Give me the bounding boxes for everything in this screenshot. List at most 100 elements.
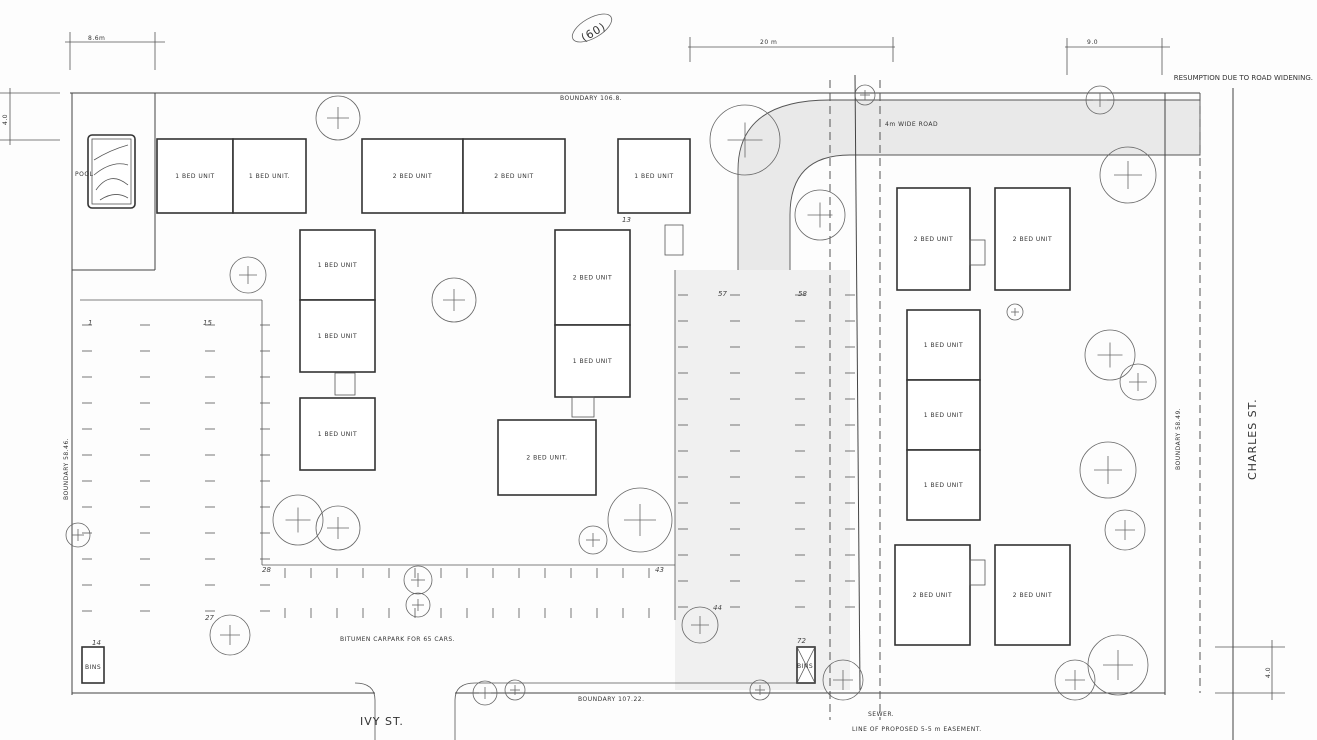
unit-label: 1 BED UNIT — [634, 173, 673, 180]
title-note: (60) — [571, 13, 613, 45]
tree-icon — [209, 614, 251, 656]
tree-icon — [315, 505, 361, 551]
street-ivy: IVY ST. — [360, 715, 404, 728]
svg-text:BINS: BINS — [797, 663, 813, 670]
tree-icon — [315, 95, 361, 141]
space-number: 72 — [797, 637, 806, 645]
unit-label: 2 BED UNIT. — [526, 455, 567, 462]
unit-label: 1 BED UNIT — [924, 342, 963, 349]
unit-right-6: 2 BED UNIT — [994, 544, 1071, 646]
unit-middle_right-1: 1 BED UNIT — [554, 324, 631, 398]
tree-icon — [229, 256, 267, 294]
unit-label: 1 BED UNIT — [318, 333, 357, 340]
sewer-note: SEWER. — [868, 711, 894, 718]
unit-right-0: 2 BED UNIT — [896, 187, 971, 291]
unit-label: 2 BED UNIT — [1013, 236, 1052, 243]
resumption-note: RESUMPTION DUE TO ROAD WIDENING. — [1174, 74, 1313, 82]
dim-road-span: 20 m — [760, 39, 777, 46]
tree-icon — [504, 679, 526, 701]
unit-label: 1 BED UNIT — [924, 412, 963, 419]
unit-right-2: 1 BED UNIT — [906, 309, 981, 381]
boundary-bottom-label: BOUNDARY 107.22. — [578, 696, 645, 703]
unit-label: 2 BED UNIT — [393, 173, 432, 180]
unit-label: 2 BED UNIT — [1013, 592, 1052, 599]
tree-icon — [749, 679, 771, 701]
space-number: 14 — [92, 639, 101, 647]
svg-text:POOL: POOL — [75, 171, 94, 178]
unit-label: 2 BED UNIT — [573, 275, 612, 282]
tree-icon — [272, 494, 324, 546]
unit-top-4: 1 BED UNIT — [617, 138, 691, 214]
tree-icon — [431, 277, 477, 323]
svg-text:(60): (60) — [579, 20, 609, 45]
unit-label: 2 BED UNIT — [914, 236, 953, 243]
dim-bottom-right-setback: 4.0 — [1265, 667, 1272, 678]
unit-top-2: 2 BED UNIT — [361, 138, 464, 214]
carpark-right — [675, 270, 850, 690]
dim-right-width: 9.0 — [1087, 39, 1098, 46]
unit-right-4: 1 BED UNIT — [906, 449, 981, 521]
unit-label: 1 BED UNIT — [318, 431, 357, 438]
space-number: 27 — [205, 614, 214, 622]
tree-icon — [1087, 634, 1149, 696]
unit-middle_left-1: 1 BED UNIT — [299, 299, 376, 373]
space-number: 13 — [622, 216, 631, 224]
tree-icon — [1119, 363, 1157, 401]
site-boundary — [70, 74, 1234, 740]
bins-right: BINS — [796, 646, 816, 684]
dim-left-width: 8.6m — [88, 35, 105, 42]
tree-icon — [1104, 509, 1146, 551]
svg-text:BINS: BINS — [85, 664, 101, 671]
unit-middle_right-2: 2 BED UNIT. — [497, 419, 597, 496]
space-number: 15 — [203, 319, 212, 327]
unit-label: 1 BED UNIT. — [249, 173, 290, 180]
units: 1 BED UNIT 1 BED UNIT. 2 BED UNIT 2 BED UNI… — [156, 138, 1071, 646]
boundary-right-label: BOUNDARY 58.49. — [1175, 408, 1182, 470]
tree-icon — [607, 487, 673, 553]
tree-icon — [681, 606, 719, 644]
tree-icon — [1084, 329, 1136, 381]
tree-icon — [65, 522, 91, 548]
unit-label: 1 BED UNIT — [175, 173, 214, 180]
unit-label: 1 BED UNIT — [573, 358, 612, 365]
unit-right-1: 2 BED UNIT — [994, 187, 1071, 291]
space-number: 28 — [262, 566, 271, 574]
carpark-note: BITUMEN CARPARK FOR 65 CARS. — [340, 636, 455, 643]
space-number: 57 — [718, 290, 727, 298]
boundary-top-label: BOUNDARY 106.8. — [560, 95, 622, 102]
tree-icon — [822, 659, 864, 701]
road-width-note: 4m WIDE ROAD — [885, 121, 938, 128]
unit-label: 1 BED UNIT — [318, 262, 357, 269]
tree-icon — [403, 565, 433, 595]
tree-icon — [709, 104, 781, 176]
unit-label: 1 BED UNIT — [924, 482, 963, 489]
unit-middle_left-2: 1 BED UNIT — [299, 397, 376, 471]
unit-label: 2 BED UNIT — [494, 173, 533, 180]
tree-icon — [472, 680, 498, 706]
boundary-left-label: BOUNDARY 58.46. — [63, 438, 70, 500]
dim-left-setback: 4.0 — [2, 114, 9, 125]
stairs — [334, 224, 986, 586]
easement-note: LINE OF PROPOSED 5-5 m EASEMENT. — [852, 726, 982, 733]
unit-top-1: 1 BED UNIT. — [232, 138, 307, 214]
space-number: 58 — [798, 290, 807, 298]
space-number: 43 — [655, 566, 664, 574]
unit-right-5: 2 BED UNIT — [894, 544, 971, 646]
unit-right-3: 1 BED UNIT — [906, 379, 981, 451]
tree-icon — [1099, 146, 1157, 204]
space-number: 44 — [713, 604, 722, 612]
trees — [65, 84, 1157, 706]
tree-icon — [794, 189, 846, 241]
parking-space-markers — [82, 294, 855, 618]
unit-top-3: 2 BED UNIT — [462, 138, 566, 214]
tree-icon — [1054, 659, 1096, 701]
tree-icon — [1085, 85, 1115, 115]
unit-middle_right-0: 2 BED UNIT — [554, 229, 631, 326]
tree-icon — [1079, 441, 1137, 499]
bins-left: BINS — [81, 646, 105, 684]
pool: POOL — [75, 134, 136, 209]
unit-middle_left-0: 1 BED UNIT — [299, 229, 376, 301]
tree-icon — [405, 592, 431, 618]
space-number: 1 — [88, 319, 92, 327]
